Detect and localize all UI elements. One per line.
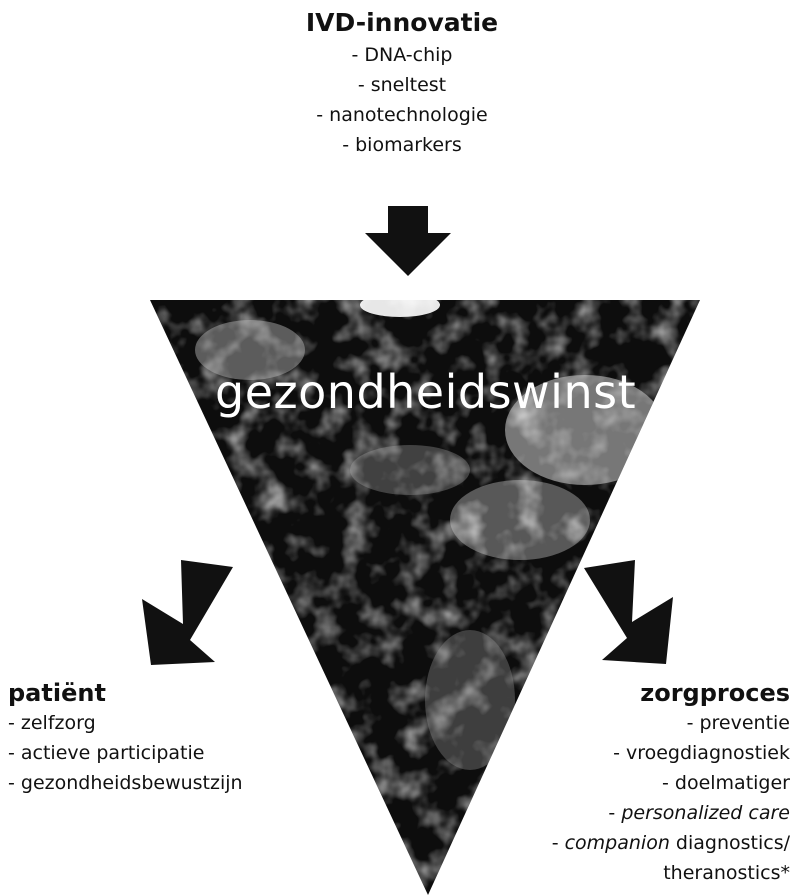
arrow-up-right-icon [142,560,233,665]
dash: - [551,832,565,854]
list-item-personalized-care: - personalized care [552,798,790,828]
list-item-theranostics: theranostics* [663,862,790,884]
personalized-care-text: personalized care [621,802,790,824]
care-process-block: zorgproces - preventie - vroegdiagnostie… [552,678,790,888]
patient-heading: patiënt [8,679,106,707]
ivd-heading: IVD-innovatie [305,8,499,37]
list-item: - nanotechnologie [316,104,488,126]
list-item: - DNA-chip [351,44,453,66]
patient-block: patiënt - zelfzorg - actieve participati… [8,678,243,798]
list-item: - biomarkers [342,134,462,156]
list-item: - gezondheidsbewustzijn [8,772,243,794]
companion-text: companion [564,832,670,854]
list-item: - vroegdiagnostiek [613,742,790,764]
list-item-companion-diagnostics: - companion diagnostics/ [552,828,790,858]
dash: - [608,802,622,824]
care-process-heading: zorgproces [640,679,790,707]
center-label: gezondheidswinst [215,365,636,419]
list-item: - actieve participatie [8,742,205,764]
list-item: - doelmatiger [662,772,790,794]
diagnostics-text: diagnostics/ [669,832,790,854]
ivd-innovation-block: IVD-innovatie - DNA-chip - sneltest - na… [0,8,804,160]
arrow-up-left-icon [584,560,673,664]
arrow-down-icon [365,206,451,276]
list-item: - preventie [686,712,790,734]
list-item: - sneltest [357,74,447,96]
list-item: - zelfzorg [8,712,96,734]
